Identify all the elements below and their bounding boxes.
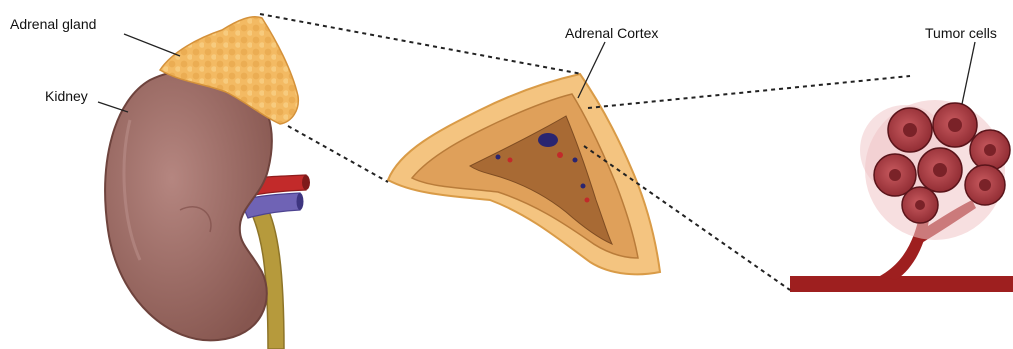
label-tumor-cells: Tumor cells	[925, 25, 997, 41]
zoom-line	[260, 14, 582, 74]
kidney-illustration	[105, 17, 310, 349]
tumor-illustration	[790, 100, 1013, 292]
label-adrenal-gland: Adrenal gland	[10, 16, 96, 32]
blood-vessel	[790, 276, 1013, 292]
adrenal-cortex-illustration	[388, 74, 660, 274]
kidney	[105, 70, 272, 340]
label-kidney: Kidney	[45, 88, 88, 104]
zoom-line	[588, 76, 910, 108]
leader-adrenal-gland	[124, 34, 180, 56]
zoom-line	[288, 126, 388, 182]
leader-tumor-cells	[962, 42, 975, 104]
central-vein	[538, 133, 558, 147]
label-adrenal-cortex: Adrenal Cortex	[565, 25, 658, 41]
